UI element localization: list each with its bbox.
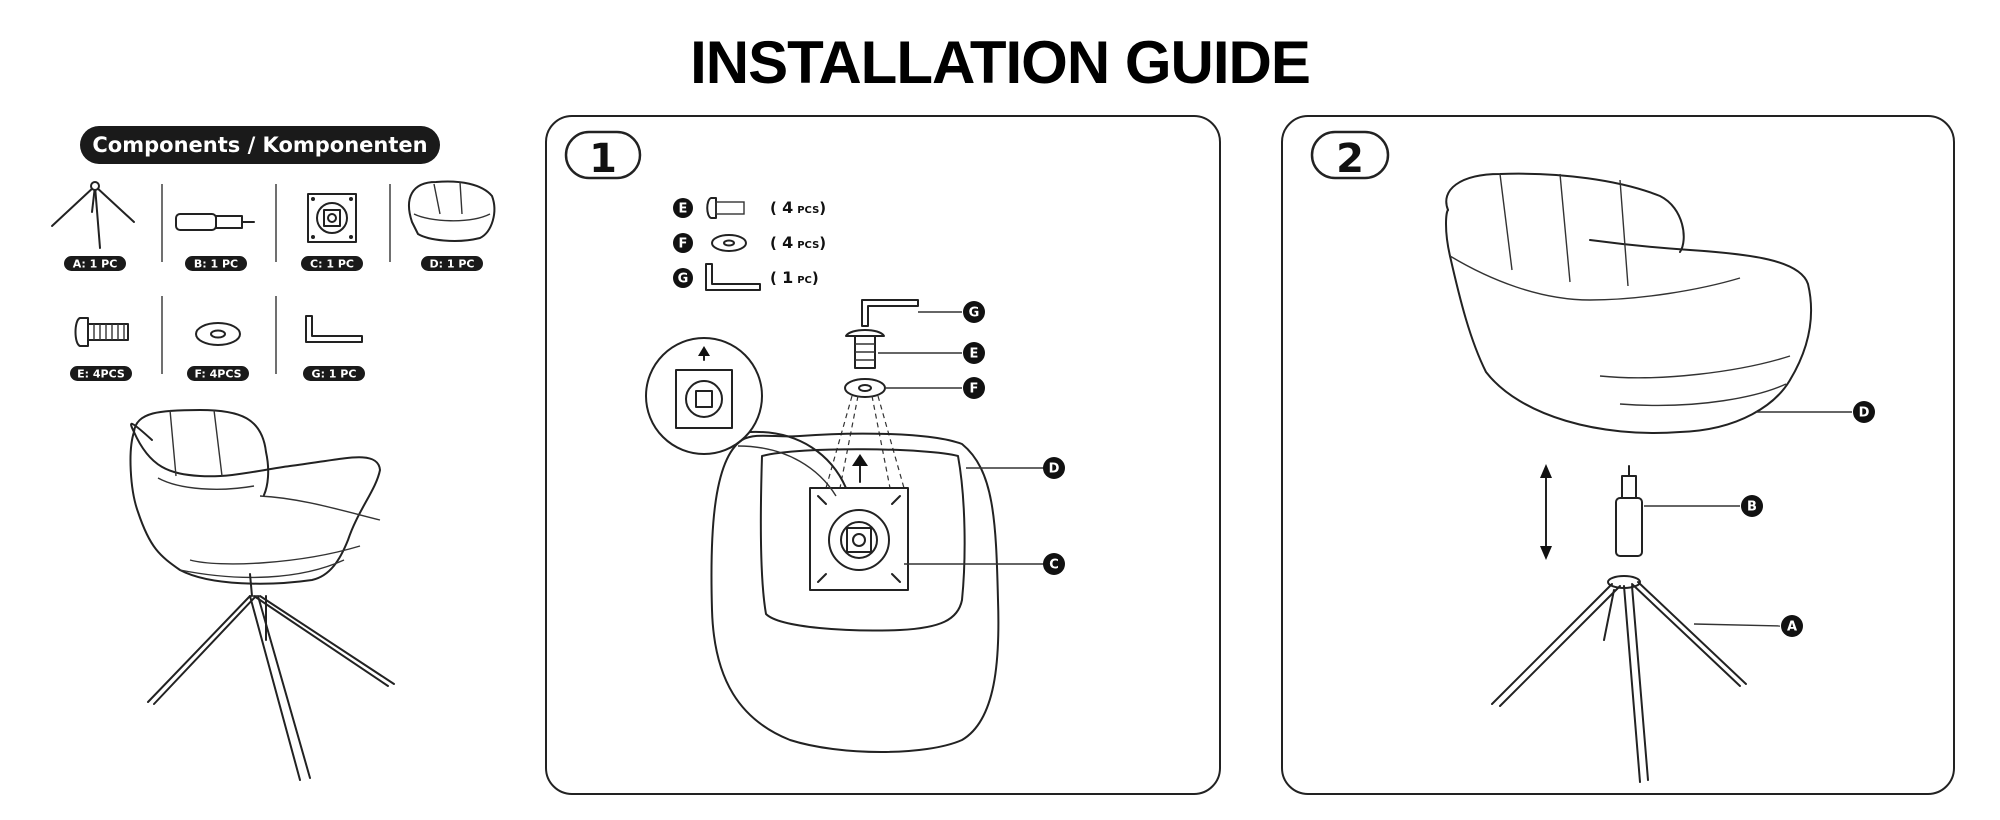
svg-text:A: A bbox=[1787, 620, 1797, 635]
svg-text:G: 1 PC: G: 1 PC bbox=[312, 368, 357, 381]
component-label-e: E: 4PCS bbox=[70, 366, 132, 381]
component-label-f: F: 4PCS bbox=[187, 366, 249, 381]
components-heading: Components / Komponenten bbox=[80, 126, 440, 164]
step-2-seat bbox=[1445, 172, 1852, 434]
svg-text:C: C bbox=[1049, 558, 1059, 573]
component-label-d: D: 1 PC bbox=[421, 256, 483, 271]
step-1-callout-g: G bbox=[963, 301, 985, 323]
svg-text:B: 1 PC: B: 1 PC bbox=[194, 258, 238, 271]
step-2-callout-d: D bbox=[1853, 401, 1875, 423]
step-2-gas-cylinder bbox=[1615, 465, 1740, 557]
washer-icon bbox=[195, 322, 241, 346]
step-2-panel: 2 bbox=[1281, 115, 1955, 795]
step-1-number: 1 bbox=[589, 136, 617, 182]
svg-text:E: E bbox=[970, 347, 979, 362]
step-2-base bbox=[1491, 575, 1781, 783]
step-2-callout-a: A bbox=[1781, 615, 1803, 637]
exploded-bolt bbox=[845, 329, 962, 369]
step-2-callout-b: B bbox=[1741, 495, 1763, 517]
step-1-washer-icon bbox=[711, 234, 747, 252]
svg-text:F: 4PCS: F: 4PCS bbox=[194, 368, 241, 381]
step-1-allen-key-icon bbox=[705, 263, 761, 291]
svg-text:G: G bbox=[969, 306, 980, 321]
page-title: INSTALLATION GUIDE bbox=[690, 29, 1311, 96]
base-legs-icon bbox=[51, 181, 135, 249]
swivel-plate-icon bbox=[307, 193, 357, 243]
step-1-callout-c: C bbox=[1043, 553, 1065, 575]
svg-text:B: B bbox=[1747, 500, 1757, 515]
component-label-b: B: 1 PC bbox=[185, 256, 247, 271]
svg-text:G: G bbox=[678, 272, 689, 287]
bolt-icon bbox=[74, 317, 129, 347]
mounting-plate bbox=[809, 454, 909, 591]
up-down-arrow bbox=[1540, 464, 1552, 560]
component-label-c: C: 1 PC bbox=[301, 256, 363, 271]
svg-text:F: F bbox=[970, 382, 979, 397]
svg-text:E: 4PCS: E: 4PCS bbox=[77, 368, 125, 381]
svg-text:D: 1 PC: D: 1 PC bbox=[430, 258, 475, 271]
exploded-washer bbox=[844, 378, 962, 398]
gas-cylinder-icon bbox=[175, 213, 255, 231]
step-1-bolt-icon bbox=[706, 197, 745, 219]
svg-text:E: E bbox=[679, 202, 688, 217]
svg-text:C: 1 PC: C: 1 PC bbox=[310, 258, 354, 271]
step-1-callout-d: D bbox=[1043, 457, 1065, 479]
svg-text:F: F bbox=[679, 237, 688, 252]
svg-text:A: 1 PC: A: 1 PC bbox=[73, 258, 118, 271]
step-1-callout-f: F bbox=[963, 377, 985, 399]
component-label-g: G: 1 PC bbox=[303, 366, 365, 381]
assembled-chair-illustration bbox=[129, 409, 395, 781]
seat-underside bbox=[710, 432, 1000, 753]
svg-text:D: D bbox=[1049, 462, 1060, 477]
step-1-callout-e: E bbox=[963, 342, 985, 364]
assembly-guide-lines bbox=[825, 395, 905, 489]
component-label-a: A: 1 PC bbox=[64, 256, 126, 271]
components-grid: A: 1 PC B: 1 PC C: 1 PC D: 1 PC E: 4PCS F: 4P… bbox=[51, 180, 496, 381]
plate-detail-zoom bbox=[645, 337, 847, 497]
svg-text:D: D bbox=[1859, 406, 1870, 421]
exploded-allen-key bbox=[861, 299, 962, 327]
seat-icon bbox=[408, 180, 496, 242]
step-2-number: 2 bbox=[1336, 136, 1364, 182]
allen-key-icon bbox=[305, 315, 363, 343]
